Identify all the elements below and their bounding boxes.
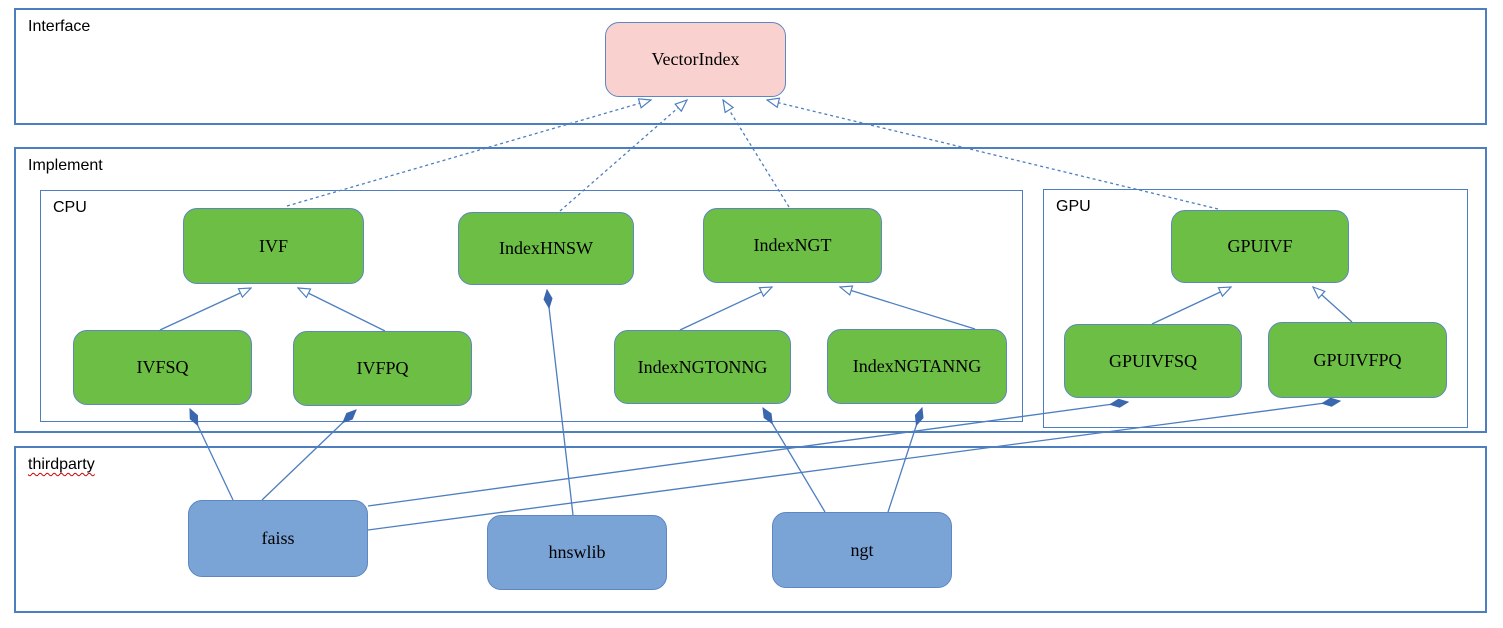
node-faiss[interactable]: faiss	[188, 500, 368, 577]
node-gpuivfpq[interactable]: GPUIVFPQ	[1268, 322, 1447, 398]
node-ivfsq-label: IVFSQ	[136, 357, 189, 377]
node-vectorindex-label: VectorIndex	[651, 49, 740, 69]
node-indexngtanng[interactable]: IndexNGTANNG	[827, 329, 1007, 404]
edge-extends-ivfsq-ivf[interactable]	[159, 288, 251, 331]
edge-composition-ngt-indexngtonng[interactable]	[763, 408, 826, 513]
node-indexngtanng-label: IndexNGTANNG	[852, 356, 982, 376]
edge-composition-faiss-gpuivfsq[interactable]	[367, 402, 1128, 507]
node-vectorindex[interactable]: VectorIndex	[605, 22, 786, 97]
container-cpu[interactable]: CPU	[40, 190, 1023, 422]
container-thirdparty[interactable]: thirdparty	[14, 446, 1487, 613]
node-hnswlib[interactable]: hnswlib	[487, 515, 667, 590]
edge-implements-ivf-vectorindex[interactable]	[286, 100, 651, 207]
edge-extends-gpuivfsq-gpuivf[interactable]	[1151, 287, 1231, 325]
node-gpuivfpq-label: GPUIVFPQ	[1313, 349, 1402, 370]
node-indexngt-label: IndexNGT	[753, 235, 832, 255]
node-indexhnsw-label: IndexHNSW	[499, 238, 593, 258]
node-indexhnsw[interactable]: IndexHNSW	[458, 212, 634, 285]
node-ivfpq[interactable]: IVFPQ	[293, 331, 472, 406]
container-implement[interactable]: Implement	[14, 147, 1487, 433]
container-interface-label: Interface	[28, 18, 91, 35]
edge-composition-faiss-gpuivfpq[interactable]	[367, 401, 1340, 531]
edge-extends-ivfpq-ivf[interactable]	[298, 288, 386, 332]
edge-composition-hnswlib-indexhnsw[interactable]	[547, 290, 574, 516]
node-indexngtonng[interactable]: IndexNGTONNG	[614, 330, 791, 404]
container-implement-label: Implement	[28, 157, 103, 174]
node-gpuivfsq-label: GPUIVFSQ	[1108, 350, 1198, 371]
edge-implements-indexngt-vectorindex[interactable]	[723, 100, 790, 208]
edge-implements-gpuivf-vectorindex[interactable]	[767, 100, 1219, 210]
edge-extends-indexngtonng-indexngt[interactable]	[679, 287, 772, 331]
node-indexngt[interactable]: IndexNGT	[703, 208, 882, 283]
node-indexngtonng-label: IndexNGTONNG	[637, 356, 768, 377]
container-gpu-label: GPU	[1056, 198, 1091, 215]
edge-extends-indexngtanng-indexngt[interactable]	[840, 287, 976, 330]
container-interface[interactable]: Interface	[14, 8, 1487, 125]
node-ivf[interactable]: IVF	[183, 208, 364, 284]
node-ngt-label: ngt	[850, 539, 874, 560]
edge-composition-ngt-indexngtanng[interactable]	[887, 408, 922, 513]
node-ivfsq[interactable]: IVFSQ	[73, 330, 252, 405]
container-gpu[interactable]: GPU	[1043, 189, 1468, 428]
node-faiss-label: faiss	[261, 528, 295, 548]
node-gpuivf[interactable]: GPUIVF	[1171, 210, 1349, 283]
edge-composition-faiss-ivfsq[interactable]	[189, 409, 234, 501]
node-hnswlib-label: hnswlib	[548, 542, 606, 562]
node-gpuivfsq[interactable]: GPUIVFSQ	[1064, 324, 1242, 398]
edge-extends-gpuivfpq-gpuivf[interactable]	[1313, 287, 1353, 323]
node-gpuivf-label: GPUIVF	[1227, 236, 1293, 256]
node-ngt[interactable]: ngt	[772, 512, 952, 588]
container-thirdparty-label: thirdparty	[28, 456, 95, 473]
container-cpu-label: CPU	[53, 199, 87, 216]
node-ivfpq-label: IVFPQ	[356, 358, 409, 378]
node-ivf-label: IVF	[258, 235, 288, 256]
edge-implements-indexhnsw-vectorindex[interactable]	[559, 100, 687, 212]
edge-composition-faiss-ivfpq[interactable]	[261, 410, 356, 501]
